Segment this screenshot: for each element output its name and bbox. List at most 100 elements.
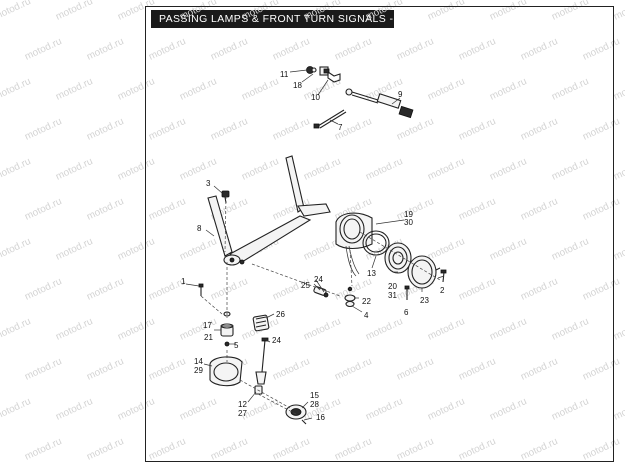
part-screw-3 (221, 190, 230, 204)
part-bezel (407, 255, 441, 289)
watermark-text: motod.ru (85, 276, 125, 303)
part-wire-24 (255, 337, 269, 385)
watermark-text: motod.ru (395, 196, 435, 223)
watermark-text: motod.ru (333, 36, 373, 63)
watermark-text: motod.ru (581, 196, 621, 223)
callout-3: 3 (206, 179, 211, 188)
watermark-text: motod.ru (519, 36, 559, 63)
watermark-text: motod.ru (488, 396, 528, 423)
watermark-text: motod.ru (302, 0, 342, 23)
watermark-text: motod.ru (0, 76, 33, 103)
watermark-text: motod.ru (23, 36, 63, 63)
watermark-text: motod.ru (395, 116, 435, 143)
watermark-text: motod.ru (457, 356, 497, 383)
watermark-text: motod.ru (271, 36, 311, 63)
watermark-text: motod.ru (395, 436, 435, 463)
watermark-text: motod.ru (612, 396, 625, 423)
watermark-text: motod.ru (519, 436, 559, 463)
watermark-text: motod.ru (550, 156, 590, 183)
watermark-text: motod.ru (54, 76, 94, 103)
watermark-text: motod.ru (612, 236, 625, 263)
watermark-text: motod.ru (364, 156, 404, 183)
watermark-text: motod.ru (178, 236, 218, 263)
callout-5: 5 (234, 341, 239, 350)
callout-23: 23 (420, 296, 429, 305)
callout-4: 4 (364, 311, 369, 320)
callout-7: 7 (338, 123, 343, 132)
watermark-text: motod.ru (333, 356, 373, 383)
watermark-text: motod.ru (0, 396, 33, 423)
watermark-text: motod.ru (23, 116, 63, 143)
watermark-text: motod.ru (23, 276, 63, 303)
part-mounting-bracket (207, 155, 331, 266)
watermark-text: motod.ru (333, 436, 373, 463)
callout-19: 19 (404, 210, 413, 219)
watermark-text: motod.ru (85, 116, 125, 143)
watermark-text: motod.ru (426, 236, 466, 263)
callout-15: 15 (310, 391, 319, 400)
watermark-text: motod.ru (457, 116, 497, 143)
watermark-text: motod.ru (519, 116, 559, 143)
part-lens (384, 242, 412, 274)
diagram-title: PASSING LAMPS & FRONT TURN SIGNALS - FLS… (151, 10, 438, 28)
callout-16: 16 (316, 413, 325, 422)
watermark-text: motod.ru (550, 0, 590, 23)
watermark-text: motod.ru (457, 276, 497, 303)
callout-17: 17 (203, 321, 212, 330)
watermark-text: motod.ru (302, 156, 342, 183)
watermark-text: motod.ru (178, 0, 218, 23)
watermark-text: motod.ru (426, 396, 466, 423)
watermark-text: motod.ru (581, 36, 621, 63)
callout-21: 21 (204, 333, 213, 342)
watermark-text: motod.ru (302, 316, 342, 343)
watermark-text: motod.ru (54, 316, 94, 343)
watermark-text: motod.ru (488, 236, 528, 263)
watermark-text: motod.ru (240, 156, 280, 183)
watermark-text: motod.ru (23, 196, 63, 223)
watermark-text: motod.ru (0, 316, 33, 343)
watermark-text: motod.ru (612, 0, 625, 23)
watermark-text: motod.ru (209, 436, 249, 463)
watermark-text: motod.ru (116, 156, 156, 183)
callout-31: 31 (388, 291, 397, 300)
part-ring-13 (362, 230, 390, 256)
callout-18: 18 (293, 81, 302, 90)
watermark-text: motod.ru (85, 36, 125, 63)
watermark-text: motod.ru (612, 316, 625, 343)
watermark-text: motod.ru (178, 396, 218, 423)
watermark-text: motod.ru (54, 156, 94, 183)
watermark-text: motod.ru (0, 236, 33, 263)
watermark-text: motod.ru (426, 156, 466, 183)
watermark-text: motod.ru (147, 116, 187, 143)
watermark-text: motod.ru (147, 436, 187, 463)
watermark-text: motod.ru (519, 196, 559, 223)
watermark-text: motod.ru (240, 0, 280, 23)
watermark-text: motod.ru (0, 156, 33, 183)
watermark-text: motod.ru (550, 316, 590, 343)
watermark-text: motod.ru (271, 436, 311, 463)
watermark-text: motod.ru (488, 76, 528, 103)
watermark-text: motod.ru (581, 116, 621, 143)
watermark-text: motod.ru (147, 36, 187, 63)
watermark-text: motod.ru (209, 36, 249, 63)
watermark-text: motod.ru (426, 0, 466, 23)
watermark-text: motod.ru (85, 436, 125, 463)
watermark-text: motod.ru (0, 0, 33, 23)
callout-30: 30 (404, 218, 413, 227)
part-turn-signal-lens (285, 404, 307, 425)
part-wire-harness (345, 88, 414, 119)
watermark-text: motod.ru (147, 356, 187, 383)
watermark-text: motod.ru (612, 76, 625, 103)
watermark-text: motod.ru (364, 396, 404, 423)
watermark-text: motod.ru (457, 436, 497, 463)
watermark-text: motod.ru (54, 0, 94, 23)
watermark-text: motod.ru (147, 196, 187, 223)
watermark-text: motod.ru (581, 436, 621, 463)
watermark-text: motod.ru (85, 196, 125, 223)
callout-24a: 24 (314, 275, 323, 284)
watermark-text: motod.ru (271, 356, 311, 383)
watermark-text: motod.ru (240, 76, 280, 103)
watermark-text: motod.ru (54, 236, 94, 263)
callout-26: 26 (276, 310, 285, 319)
watermark-text: motod.ru (116, 316, 156, 343)
